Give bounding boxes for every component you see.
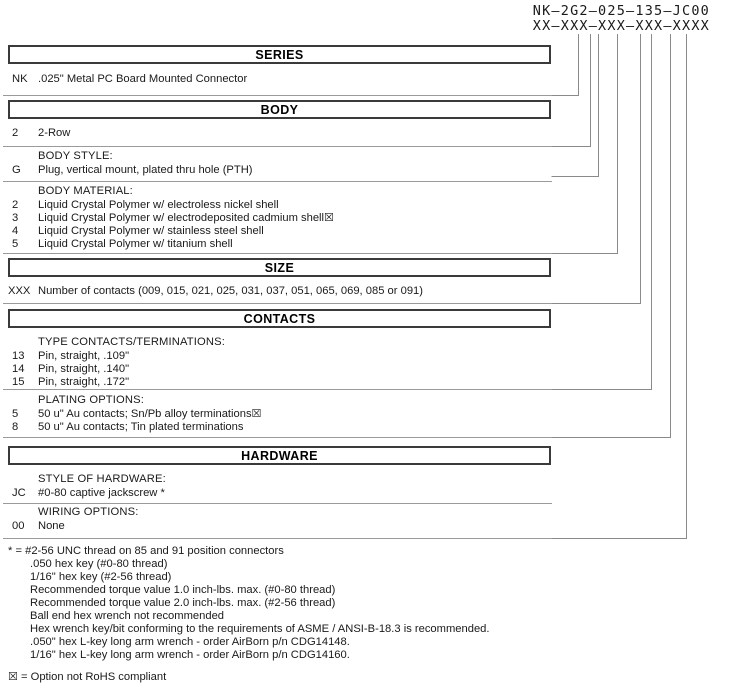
footnote-line: Hex wrench key/bit conforming to the req… <box>30 623 490 635</box>
option-code: JC <box>12 487 26 499</box>
option-desc: #0-80 captive jackscrew * <box>38 487 165 499</box>
option-code: 14 <box>12 363 25 375</box>
section-header-contacts: CONTACTS <box>8 309 551 328</box>
section-header-size: SIZE <box>8 258 551 277</box>
option-code: 15 <box>12 376 25 388</box>
section-divider <box>3 95 552 96</box>
option-desc: .025" Metal PC Board Mounted Connector <box>38 73 248 85</box>
leader-size <box>551 34 641 304</box>
leader-body-material <box>551 34 618 254</box>
footnote-line: 1/16" hex key (#2-56 thread) <box>30 571 172 583</box>
footnote-line: * = #2-56 UNC thread on 85 and 91 positi… <box>8 545 284 557</box>
rohs-noncompliant-icon: ☒ <box>251 407 262 420</box>
section-divider <box>3 389 552 390</box>
option-desc: Plug, vertical mount, plated thru hole (… <box>38 164 253 176</box>
footnote-line: .050" hex L-key long arm wrench - order … <box>30 636 350 648</box>
option-code: 4 <box>12 225 19 237</box>
option-code: 5 <box>12 238 19 250</box>
option-code: G <box>12 164 21 176</box>
option-desc: Pin, straight, .109" <box>38 350 130 362</box>
option-code: XXX <box>8 285 31 297</box>
option-code: 3 <box>12 212 19 224</box>
section-divider <box>3 437 552 438</box>
rohs-legend: ☒ = Option not RoHS compliant <box>8 671 166 684</box>
option-desc: 2-Row <box>38 127 71 139</box>
option-desc: Pin, straight, .140" <box>38 363 130 375</box>
option-code: 8 <box>12 421 19 433</box>
option-desc: Liquid Crystal Polymer w/ electroless ni… <box>38 199 279 211</box>
option-desc: 50 u" Au contacts; Tin plated terminatio… <box>38 421 244 433</box>
section-divider <box>3 181 552 182</box>
section-divider <box>3 503 552 504</box>
footnote-line: Recommended torque value 2.0 inch-lbs. m… <box>30 597 336 609</box>
part-number-mask: XX–XXX–XXX–XXX–XXXX <box>532 18 710 34</box>
group-title: BODY STYLE: <box>38 150 113 162</box>
leader-series <box>551 34 579 96</box>
section-divider <box>3 538 552 539</box>
footnote-line: Recommended torque value 1.0 inch-lbs. m… <box>30 584 336 596</box>
rohs-noncompliant-icon: ☒ <box>324 211 334 224</box>
group-title: WIRING OPTIONS: <box>38 506 139 518</box>
option-code: 5 <box>12 408 19 420</box>
group-title: STYLE OF HARDWARE: <box>38 473 166 485</box>
section-divider <box>3 146 552 147</box>
option-desc: Liquid Crystal Polymer w/ stainless stee… <box>38 225 264 237</box>
section-divider <box>3 303 552 304</box>
section-divider <box>3 253 552 254</box>
rohs-legend-text: = Option not RoHS compliant <box>20 671 167 683</box>
option-desc: Number of contacts (009, 015, 021, 025, … <box>38 285 423 297</box>
rohs-noncompliant-icon: ☒ <box>8 670 18 683</box>
leader-hardware <box>551 34 687 539</box>
section-header-body: BODY <box>8 100 551 119</box>
group-title: PLATING OPTIONS: <box>38 394 145 406</box>
option-desc-text: 50 u" Au contacts; Sn/Pb alloy terminati… <box>38 408 252 420</box>
group-title: BODY MATERIAL: <box>38 185 133 197</box>
leader-contact-type <box>551 34 652 390</box>
option-desc: Liquid Crystal Polymer w/ titanium shell <box>38 238 233 250</box>
footnote-line: 1/16" hex L-key long arm wrench - order … <box>30 649 350 661</box>
option-code: 2 <box>12 127 19 139</box>
group-title: TYPE CONTACTS/TERMINATIONS: <box>38 336 225 348</box>
part-number-example: NK–2G2–025–135–JC00 <box>532 3 710 19</box>
option-code: 13 <box>12 350 25 362</box>
leader-body-row <box>551 34 591 147</box>
option-code: 2 <box>12 199 19 211</box>
option-desc-text: Liquid Crystal Polymer w/ electrodeposit… <box>38 212 325 224</box>
option-desc: None <box>38 520 65 532</box>
leader-body-style <box>551 34 599 177</box>
option-code: 00 <box>12 520 25 532</box>
part-number-example-block: NK–2G2–025–135–JC00 XX–XXX–XXX–XXX–XXXX <box>0 4 710 34</box>
footnote-line: .050 hex key (#0-80 thread) <box>30 558 168 570</box>
leader-plating <box>551 34 671 438</box>
option-desc: 50 u" Au contacts; Sn/Pb alloy terminati… <box>38 408 261 421</box>
footnote-line: Ball end hex wrench not recommended <box>30 610 225 622</box>
section-header-hardware: HARDWARE <box>8 446 551 465</box>
option-desc: Liquid Crystal Polymer w/ electrodeposit… <box>38 212 334 225</box>
section-header-series: SERIES <box>8 45 551 64</box>
option-desc: Pin, straight, .172" <box>38 376 130 388</box>
option-code: NK <box>12 73 28 85</box>
